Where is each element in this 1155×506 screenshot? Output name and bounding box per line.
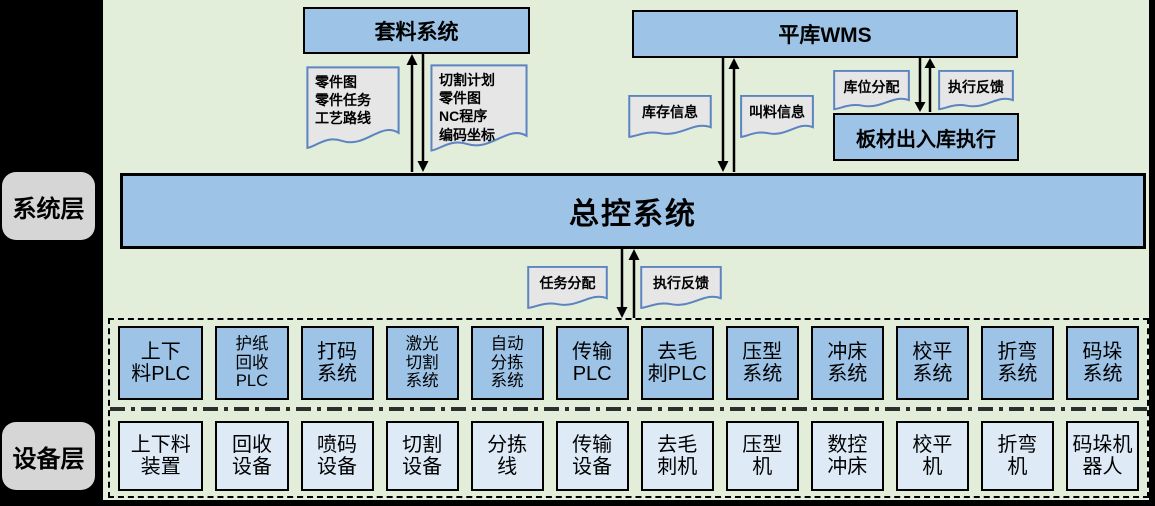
doc-task-assignment: 任务分配 xyxy=(527,266,608,312)
device-box-11: 码垛机 器人 xyxy=(1065,421,1139,491)
layer-separator-line xyxy=(110,407,1147,411)
wms-box: 平库WMS xyxy=(632,10,1018,58)
document-shape xyxy=(430,64,528,156)
doc-slot-assignment: 库位分配 xyxy=(833,70,910,113)
doc-inventory-info: 库存信息 xyxy=(628,95,712,141)
device-box-2: 喷码 设备 xyxy=(300,421,374,491)
doc-call-info: 叫料信息 xyxy=(740,95,814,141)
device-box-3: 切割 设备 xyxy=(385,421,459,491)
plc-box-1: 护纸 回收 PLC xyxy=(215,326,289,400)
doc-text: 零件图 零件任务 工艺路线 xyxy=(315,74,371,127)
document-shape xyxy=(740,95,814,141)
device-box-0: 上下料 装置 xyxy=(118,421,204,491)
doc-text: 执行反馈 xyxy=(653,275,709,291)
doc-text: 切割计划 零件图 NC程序 编码坐标 xyxy=(439,72,495,143)
plc-box-8: 冲床 系统 xyxy=(810,326,884,400)
doc-wms-exec-feedback: 执行反馈 xyxy=(938,70,1014,113)
plc-box-4: 自动 分拣 系统 xyxy=(470,326,544,400)
device-box-8: 数控 冲床 xyxy=(810,421,884,491)
plc-box-0: 上下 料PLC xyxy=(118,326,204,400)
plc-box-11: 码垛 系统 xyxy=(1065,326,1139,400)
device-box-7: 压型 机 xyxy=(725,421,799,491)
device-box-9: 校平 机 xyxy=(895,421,969,491)
document-shape xyxy=(527,266,608,312)
plc-box-5: 传输 PLC xyxy=(555,326,629,400)
nesting-system-box: 套料系统 xyxy=(303,7,530,54)
plc-box-6: 去毛 刺PLC xyxy=(640,326,714,400)
device-box-10: 折弯 机 xyxy=(980,421,1054,491)
arrow-pair-wms-master xyxy=(717,58,740,172)
board-in-out-exec-box: 板材出入库执行 xyxy=(833,113,1019,161)
arrow-pair-master-devices xyxy=(616,249,640,318)
document-shape xyxy=(640,266,722,312)
device-box-1: 回收 设备 xyxy=(215,421,289,491)
doc-master-to-nesting: 切割计划 零件图 NC程序 编码坐标 xyxy=(430,64,528,156)
device-row: 上下料 装置回收 设备喷码 设备切割 设备分拣 线传输 设备去毛 刺机压型 机数… xyxy=(118,421,1139,491)
doc-text: 库位分配 xyxy=(843,79,900,95)
plc-box-7: 压型 系统 xyxy=(725,326,799,400)
document-shape xyxy=(628,95,712,141)
document-shape xyxy=(306,66,400,154)
arrow-pair-nesting-master xyxy=(406,54,429,172)
doc-parts-to-master: 零件图 零件任务 工艺路线 xyxy=(306,66,400,154)
plc-box-3: 激光 切割 系统 xyxy=(385,326,459,400)
plc-box-2: 打码 系统 xyxy=(300,326,374,400)
device-box-5: 传输 设备 xyxy=(555,421,629,491)
plc-box-9: 校平 系统 xyxy=(895,326,969,400)
document-shape xyxy=(938,70,1014,113)
layer-label-system: 系统层 xyxy=(2,172,95,240)
doc-exec-feedback: 执行反馈 xyxy=(640,266,722,312)
doc-text: 任务分配 xyxy=(539,275,596,291)
master-control-box: 总控系统 xyxy=(120,173,1146,249)
doc-text: 叫料信息 xyxy=(749,104,805,120)
layer-label-device: 设备层 xyxy=(2,422,95,490)
document-shape xyxy=(833,70,910,113)
doc-text: 库存信息 xyxy=(642,104,698,120)
doc-text: 执行反馈 xyxy=(948,79,1004,95)
arrow-pair-wms-boardio xyxy=(914,58,936,112)
device-box-6: 去毛 刺机 xyxy=(640,421,714,491)
plc-box-10: 折弯 系统 xyxy=(980,326,1054,400)
device-box-4: 分拣 线 xyxy=(470,421,544,491)
